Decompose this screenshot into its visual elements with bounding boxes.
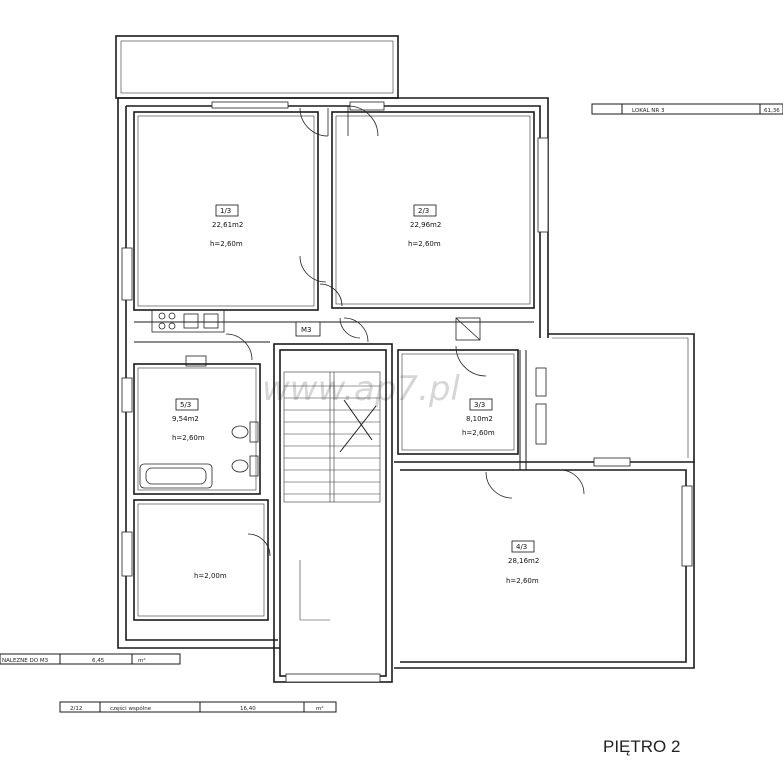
room-area: 28,16m2: [508, 557, 539, 565]
room-id: 3/3: [474, 401, 485, 409]
room-height: h=2,60m: [462, 429, 495, 437]
shaft-m3: M3: [295, 321, 321, 337]
room-2-3: 2/3 22,96m2 h=2,60m: [408, 204, 441, 248]
shaft-label: M3: [301, 326, 312, 334]
room-area: 8,10m2: [466, 415, 493, 423]
room-height: h=2,60m: [506, 577, 539, 585]
inner-walls: [133, 111, 535, 621]
fixture-box: [455, 317, 481, 341]
room-3-3: 3/3 8,10m2 h=2,60m: [462, 398, 495, 437]
room-id: 1/3: [220, 207, 231, 215]
room-height: h=2,60m: [210, 240, 243, 248]
room-id: 5/3: [180, 401, 191, 409]
room-1-3: 1/3 22,61m2 h=2,60m: [210, 204, 243, 248]
room-height: h=2,60m: [172, 434, 205, 442]
room-area: 9,54m2: [172, 415, 199, 423]
table-cell: m²: [138, 657, 146, 664]
terrace-outline: [115, 35, 399, 99]
unit-value: 61,36: [764, 108, 780, 114]
table-cell: 6,45: [92, 658, 105, 664]
room-id: 4/3: [516, 543, 527, 551]
room-5-3: 5/3 9,54m2 h=2,60m: [172, 398, 205, 442]
table-cell: 16,40: [240, 706, 256, 712]
room-id: 2/3: [418, 207, 429, 215]
room-4-3: 4/3 28,16m2 h=2,60m: [506, 540, 539, 585]
table-cell: części wspólne: [110, 705, 152, 712]
table-cell: 2/12: [70, 706, 82, 712]
doors: [225, 105, 585, 557]
room-area: 22,61m2: [212, 221, 243, 229]
area-table: NALEZNE DO M3 6,45 m² 2/12 części wspóln…: [0, 653, 337, 713]
unit-table: LOKAL NR 3 61,36: [591, 103, 783, 115]
room-height: h=2,60m: [408, 240, 441, 248]
kitchen-fixtures: [151, 309, 225, 333]
room-area: 22,96m2: [410, 221, 441, 229]
unit-label: LOKAL NR 3: [632, 108, 665, 114]
watermark-text: www.ap7.pl: [262, 369, 460, 409]
table-cell: m²: [316, 705, 324, 712]
room-storage: h=2,00m: [194, 572, 227, 580]
table-cell: NALEZNE DO M3: [2, 658, 49, 664]
windows: [121, 101, 693, 683]
floor-title: PIĘTRO 2: [603, 737, 680, 756]
room-height: h=2,00m: [194, 572, 227, 580]
staircase: [283, 371, 381, 621]
bathroom-fixtures: [139, 355, 259, 489]
